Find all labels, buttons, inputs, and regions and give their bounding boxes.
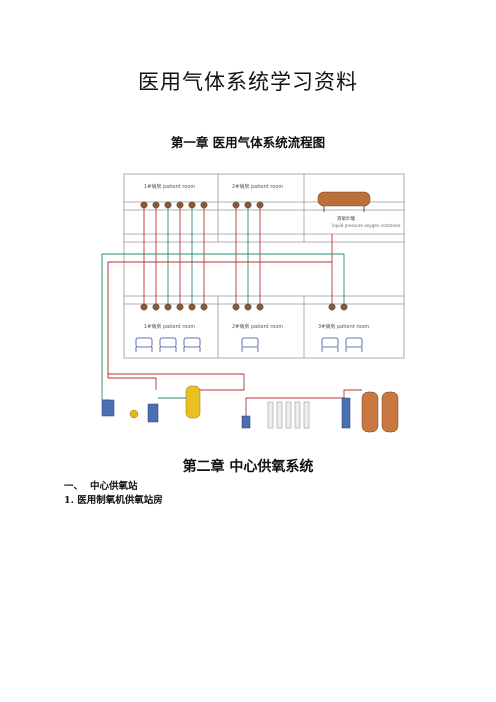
bottom-terminal-outlets [140, 303, 348, 311]
room-label-bottom-3: 3#病房 patient room [318, 323, 369, 330]
patient-bed-icons [135, 337, 363, 352]
vertical-risers [143, 208, 345, 306]
room-label-bottom-2: 2#病房 patient room [232, 323, 283, 330]
horizontal-mains [101, 253, 344, 380]
section-1-heading: 一、中心供氧站 [64, 478, 138, 492]
liquid-oxygen-tank-icon [317, 191, 371, 212]
tank-label-cn: 液氧贮罐 [337, 215, 355, 222]
vacuum-and-compressor-plant [101, 373, 245, 423]
room-label-top-1: 1#病房 patient room [144, 183, 195, 190]
gas-system-flow-diagram: 1#病房 patient room 2#病房 patient room 液氧贮罐… [96, 168, 406, 438]
oxygen-manifold-plant [241, 389, 399, 433]
section-1-number: 一、 [64, 481, 84, 492]
section-1-text: 中心供氧站 [90, 481, 138, 492]
room-label-top-2: 2#病房 patient room [232, 183, 283, 190]
chapter-2-heading: 第二章 中心供氧系统 [182, 459, 314, 475]
tank-label-en: liquid pressure oxygen container [332, 223, 401, 228]
chapter-1-heading: 第一章 医用气体系统流程图 [170, 135, 326, 150]
subsection-1-heading: 1. 医用制氧机供氧站房 [64, 495, 163, 506]
room-label-bottom-1: 1#病房 patient room [144, 323, 195, 330]
document-title: 医用气体系统学习资料 [138, 70, 358, 94]
top-terminal-outlets [140, 201, 264, 209]
